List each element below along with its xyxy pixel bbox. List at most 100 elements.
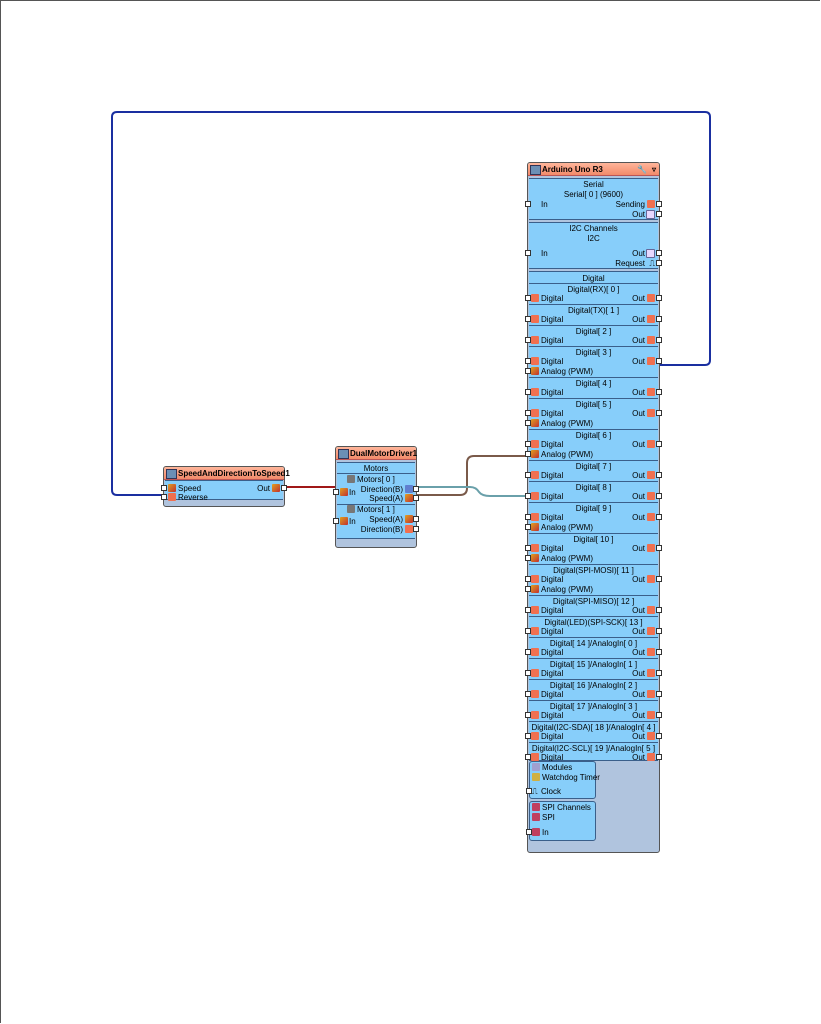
component-title[interactable]: DualMotorDriver1 bbox=[336, 447, 417, 460]
digital-in-pin[interactable] bbox=[525, 337, 531, 343]
digital-icon bbox=[647, 606, 655, 614]
digital-in-pin[interactable] bbox=[525, 295, 531, 301]
digital-out-pin[interactable] bbox=[656, 754, 662, 760]
analog-pwm-pin[interactable] bbox=[525, 555, 531, 561]
spi-icon bbox=[532, 813, 540, 821]
direction-label: Direction(B) bbox=[360, 525, 403, 534]
digital-out-pin[interactable] bbox=[656, 358, 662, 364]
digital-out-pin[interactable] bbox=[656, 670, 662, 676]
digital-in-pin[interactable] bbox=[525, 514, 531, 520]
digital-in-pin[interactable] bbox=[525, 691, 531, 697]
digital-out-pin[interactable] bbox=[656, 712, 662, 718]
digital-out-pin[interactable] bbox=[656, 337, 662, 343]
digital-in-pin[interactable] bbox=[525, 545, 531, 551]
digital-icon bbox=[647, 440, 655, 448]
component-title[interactable]: SpeedAndDirectionToSpeed1 bbox=[164, 467, 290, 480]
digital-in-pin[interactable] bbox=[525, 607, 531, 613]
pin-name: Digital[ 8 ] bbox=[575, 483, 612, 492]
reverse-input-pin[interactable] bbox=[161, 494, 167, 500]
speed-input-pin[interactable] bbox=[161, 485, 167, 491]
digital-in-pin[interactable] bbox=[525, 649, 531, 655]
watchdog-label: Watchdog Timer bbox=[542, 773, 600, 782]
analog-pwm-pin[interactable] bbox=[525, 451, 531, 457]
out-pin[interactable] bbox=[281, 485, 287, 491]
digital-in-pin[interactable] bbox=[525, 389, 531, 395]
analog-pwm-pin[interactable] bbox=[525, 420, 531, 426]
serial-in-pin[interactable] bbox=[525, 201, 531, 207]
binary-icon bbox=[646, 249, 655, 258]
motor1-in-pin[interactable] bbox=[333, 518, 339, 524]
dual-motor-driver-component[interactable]: DualMotorDriver1 Motors Motors[ 0 ] In D… bbox=[333, 446, 419, 548]
binary-icon bbox=[646, 210, 655, 219]
clock-pin[interactable] bbox=[526, 788, 532, 794]
digital-out-pin[interactable] bbox=[656, 410, 662, 416]
out-label: Out bbox=[632, 357, 645, 366]
digital-in-pin[interactable] bbox=[525, 358, 531, 364]
digital-in-pin[interactable] bbox=[525, 754, 531, 760]
out-label: Out bbox=[632, 210, 645, 219]
pin-name: Digital[ 5 ] bbox=[575, 400, 612, 409]
digital-in-label: Digital bbox=[541, 513, 564, 522]
digital-out-pin[interactable] bbox=[656, 389, 662, 395]
serial-out-pin[interactable] bbox=[656, 211, 662, 217]
digital-in-pin[interactable] bbox=[525, 628, 531, 634]
digital-out-pin[interactable] bbox=[656, 576, 662, 582]
digital-out-pin[interactable] bbox=[656, 295, 662, 301]
digital-out-pin[interactable] bbox=[656, 493, 662, 499]
i2c-group-label: I2C Channels bbox=[569, 224, 618, 233]
digital-in-pin[interactable] bbox=[525, 712, 531, 718]
digital-icon bbox=[647, 471, 655, 479]
out-label: Out bbox=[632, 575, 645, 584]
wire-dirB-to-pin8[interactable] bbox=[416, 486, 528, 497]
digital-in-pin[interactable] bbox=[525, 316, 531, 322]
wire-pin3-to-speed[interactable] bbox=[111, 111, 711, 496]
component-icon bbox=[530, 165, 541, 175]
spi-box: SPI Channels SPI In bbox=[526, 801, 596, 841]
digital-out-pin[interactable] bbox=[656, 733, 662, 739]
digital-in-pin[interactable] bbox=[525, 472, 531, 478]
motor0-in-pin[interactable] bbox=[333, 489, 339, 495]
digital-in-pin[interactable] bbox=[525, 441, 531, 447]
request-pin[interactable] bbox=[656, 260, 662, 266]
digital-out-pin[interactable] bbox=[656, 607, 662, 613]
digital-out-pin[interactable] bbox=[656, 441, 662, 447]
out-label: Out bbox=[632, 753, 645, 762]
motor1-direction-pin[interactable] bbox=[413, 526, 419, 532]
analog-pwm-label: Analog (PWM) bbox=[541, 419, 594, 428]
speed-direction-component[interactable]: SpeedAndDirectionToSpeed1 Speed Reverse … bbox=[161, 466, 290, 507]
in-label: In bbox=[349, 488, 356, 497]
digital-out-pin[interactable] bbox=[656, 691, 662, 697]
motor0-direction-pin[interactable] bbox=[413, 486, 419, 492]
motor1-speed-pin[interactable] bbox=[413, 516, 419, 522]
digital-in-label: Digital bbox=[541, 627, 564, 636]
motors-group-label: Motors bbox=[363, 464, 389, 473]
digital-out-pin[interactable] bbox=[656, 472, 662, 478]
digital-out-pin[interactable] bbox=[656, 649, 662, 655]
analog-pwm-pin[interactable] bbox=[525, 524, 531, 530]
i2c-out-pin[interactable] bbox=[656, 250, 662, 256]
sending-pin[interactable] bbox=[656, 201, 662, 207]
digital-in-pin[interactable] bbox=[525, 733, 531, 739]
digital-in-pin[interactable] bbox=[525, 670, 531, 676]
chevron-down-icon[interactable]: ▿ bbox=[651, 165, 656, 174]
digital-in-pin[interactable] bbox=[525, 576, 531, 582]
component-title[interactable]: Arduino Uno R3 🔧 ▿ bbox=[528, 163, 659, 176]
analog-pwm-pin[interactable] bbox=[525, 586, 531, 592]
i2c-in-pin[interactable] bbox=[525, 250, 531, 256]
digital-in-pin[interactable] bbox=[525, 410, 531, 416]
digital-out-pin[interactable] bbox=[656, 545, 662, 551]
wire-speedA-to-pin6[interactable] bbox=[416, 455, 528, 496]
spi-in-pin[interactable] bbox=[526, 829, 532, 835]
digital-out-pin[interactable] bbox=[656, 514, 662, 520]
pins-section: Speed Reverse Out bbox=[161, 480, 287, 502]
wrench-icon[interactable]: 🔧 bbox=[637, 165, 647, 174]
motor0-speed-pin[interactable] bbox=[413, 495, 419, 501]
digital-out-pin[interactable] bbox=[656, 316, 662, 322]
digital-in-pin[interactable] bbox=[525, 493, 531, 499]
digital-icon bbox=[647, 544, 655, 552]
arduino-uno-component[interactable]: Arduino Uno R3 🔧 ▿ Serial Serial[ 0 ] (9… bbox=[525, 162, 662, 853]
in-label: In bbox=[541, 249, 548, 258]
analog-pwm-pin[interactable] bbox=[525, 368, 531, 374]
digital-out-pin[interactable] bbox=[656, 628, 662, 634]
